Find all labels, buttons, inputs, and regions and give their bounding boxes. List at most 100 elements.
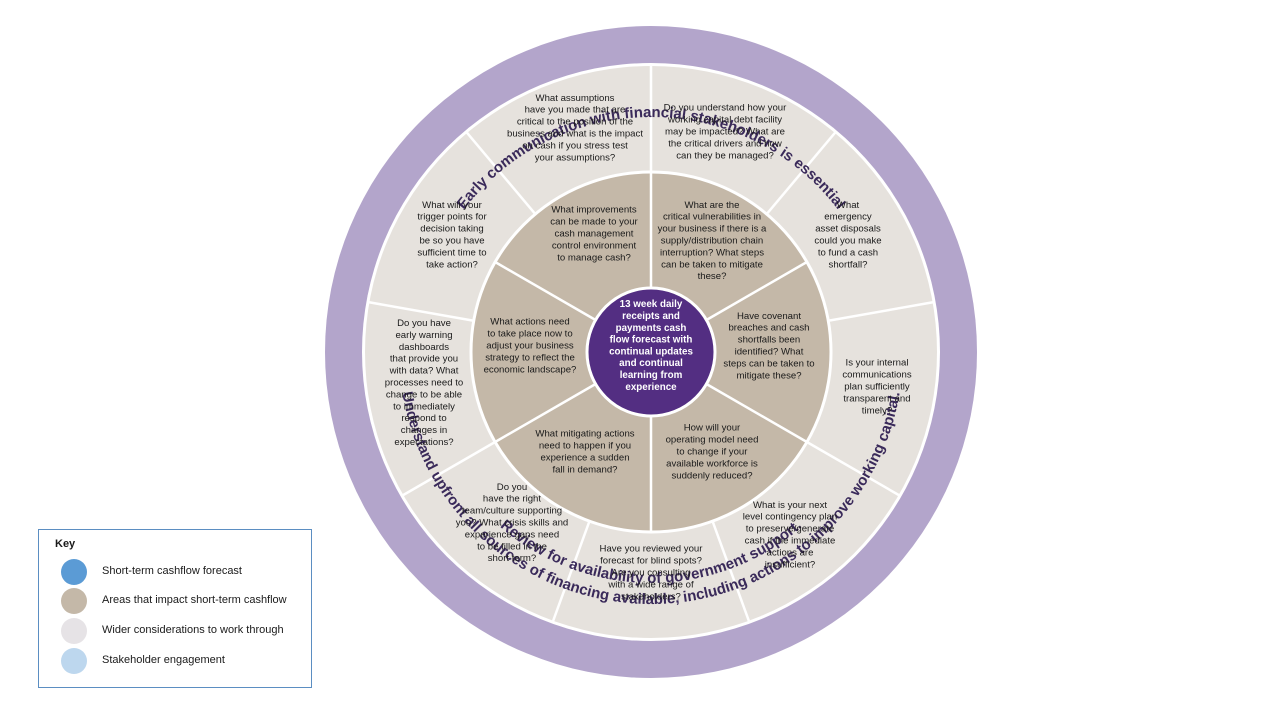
- text-line: available workforce is: [666, 458, 758, 469]
- text-line: What actions need: [490, 317, 569, 328]
- text-line: transparent and: [843, 393, 910, 404]
- text-line: flow forecast with: [610, 335, 693, 346]
- text-line: with data? What: [389, 366, 459, 377]
- text-line: your assumptions?: [535, 152, 616, 163]
- text-line: What will your: [422, 200, 483, 211]
- key-swatch-light-grey: [61, 618, 87, 644]
- text-line: Do you: [497, 482, 527, 493]
- text-line: What assumptions: [536, 93, 615, 104]
- text-line: team/culture supporting: [462, 506, 562, 517]
- text-line: supply/distribution chain: [661, 236, 763, 247]
- text-line: to manage cash?: [557, 252, 631, 263]
- text-line: receipts and: [622, 311, 680, 322]
- text-line: your business if there is a: [658, 224, 767, 235]
- text-line: 13 week daily: [620, 299, 683, 310]
- text-line: sufficient time to: [417, 247, 486, 258]
- text-line: What are the: [685, 200, 740, 211]
- text-line: early warning: [395, 330, 452, 341]
- text-line: to preserve/generate: [746, 524, 835, 535]
- text-line: shortfalls been: [738, 335, 800, 346]
- inner-segment-divider: [705, 260, 808, 322]
- text-line: may be impacted? What are: [665, 127, 785, 138]
- text-line: working capital debt facility: [667, 115, 782, 126]
- text-line: What: [837, 200, 860, 211]
- text-line: can be taken to mitigate: [661, 259, 763, 270]
- text-line: forecast for blind spots?: [600, 556, 702, 567]
- text-line: identified? What: [735, 346, 804, 357]
- text-line: What improvements: [551, 205, 637, 216]
- text-line: processes need to: [385, 378, 463, 389]
- outer-segment-divider: [401, 440, 496, 497]
- key-swatch-dark-blue: [61, 559, 87, 585]
- text-line: insufficient?: [765, 559, 816, 570]
- center-forecast-circle: [585, 286, 717, 418]
- text-line: change to be able: [386, 389, 462, 400]
- key-item-stakeholder-engagement: Stakeholder engagement: [61, 648, 311, 674]
- text-line: economic landscape?: [484, 364, 577, 375]
- outer-segment-divider: [711, 520, 751, 623]
- text-line: Have you reviewed your: [600, 544, 704, 555]
- text-line: take action?: [426, 259, 478, 270]
- key-label: Short-term cashflow forecast: [102, 565, 242, 577]
- text-line: level contingency plan: [743, 512, 837, 523]
- text-line: on cash if you stress test: [522, 140, 628, 151]
- key-label: Stakeholder engagement: [102, 654, 225, 666]
- text-line: strategy to reflect the: [485, 352, 575, 363]
- text-line: trigger points for: [417, 212, 487, 223]
- text-line: mitigate these?: [736, 370, 801, 381]
- key-label: Wider considerations to work through: [102, 624, 284, 636]
- text-line: suddenly reduced?: [671, 470, 752, 481]
- inner-segment-divider: [494, 382, 597, 444]
- text-line: Have covenant: [737, 311, 801, 322]
- key-label: Areas that impact short-term cashflow: [102, 594, 287, 606]
- text-line: continual updates: [609, 346, 693, 357]
- text-line: experience: [625, 382, 677, 393]
- text-line: to immediately: [393, 401, 455, 412]
- text-line: Do you understand how your: [664, 103, 787, 114]
- text-line: experience a sudden: [540, 452, 629, 463]
- text-line: critical vulnerabilities in: [663, 212, 761, 223]
- key-swatch-light-blue: [61, 648, 87, 674]
- text-line: What mitigating actions: [535, 429, 634, 440]
- text-line: expectations?: [394, 437, 453, 448]
- text-line: stakeholders?: [621, 591, 681, 602]
- text-line: breaches and cash: [728, 323, 809, 334]
- text-line: can they be managed?: [676, 150, 774, 161]
- outer-segment-divider: [765, 131, 837, 215]
- text-line: have you made that are: [525, 105, 626, 116]
- key-item-short-term-forecast: Short-term cashflow forecast: [61, 559, 311, 585]
- text-line: learning from: [620, 370, 683, 381]
- text-line: with a wide range of: [607, 579, 694, 590]
- text-line: the critical drivers and how: [668, 138, 782, 149]
- text-line: Is your internal: [846, 358, 909, 369]
- text-line: emergency: [824, 212, 872, 223]
- text-line: steps can be taken to: [723, 358, 814, 369]
- key-item-impact-areas: Areas that impact short-term cashflow: [61, 588, 311, 614]
- text-line: Do you have: [397, 318, 451, 329]
- text-line: operating model need: [666, 435, 759, 446]
- outer-segment-divider: [806, 440, 901, 497]
- text-line: communications: [842, 370, 912, 381]
- text-line: business and what is the impact: [507, 128, 643, 139]
- text-line: experience gaps need: [465, 529, 559, 540]
- outer-ring-separators: [368, 65, 934, 623]
- text-line: timely?: [862, 405, 892, 416]
- text-line: dashboards: [399, 342, 449, 353]
- text-line: asset disposals: [815, 224, 881, 235]
- text-line: cash if the immediate: [745, 535, 836, 546]
